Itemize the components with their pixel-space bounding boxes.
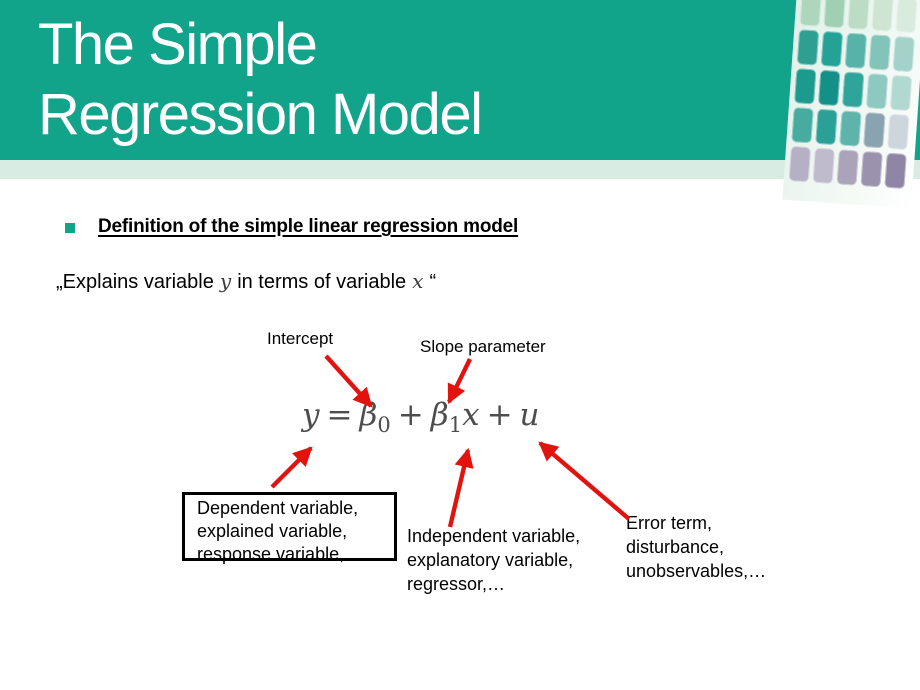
mosaic-tile	[865, 73, 889, 110]
formula-beta1: β	[430, 397, 449, 433]
formula-u: u	[519, 397, 540, 433]
mosaic-tile	[895, 0, 918, 34]
formula-plus2: +	[486, 397, 513, 433]
independent-line1: Independent variable,	[407, 526, 581, 546]
mosaic-tile	[844, 32, 868, 69]
quote-var-y: y	[219, 269, 232, 293]
dependent-variable-box: Dependent variable, explained variable, …	[182, 492, 397, 564]
mosaic-tile	[796, 29, 820, 66]
quote-text-1: Explains variable	[62, 271, 214, 293]
slide-title-line1: The Simple	[38, 12, 318, 77]
error-line3: unobservables,…	[626, 561, 767, 581]
error-term-label: Error term, disturbance, unobservables,…	[626, 511, 766, 583]
arrow-independent-to-x	[447, 447, 474, 528]
slope-parameter-label: Slope parameter	[420, 337, 546, 356]
mosaic-decoration	[782, 0, 920, 209]
formula-plus1: +	[397, 397, 424, 433]
mosaic-tile	[791, 107, 814, 144]
mosaic-tile	[836, 149, 859, 186]
intercept-label: Intercept	[267, 329, 334, 348]
mosaic-tile	[818, 69, 841, 107]
arrow-box-to-y	[270, 446, 313, 489]
dependent-line1: Dependent variable,	[197, 498, 359, 518]
arrow-error-to-u	[538, 441, 631, 521]
error-line1: Error term,	[626, 513, 713, 533]
mosaic-tile	[794, 68, 817, 105]
mosaic-tile	[815, 108, 838, 146]
independent-line2: explanatory variable,	[407, 550, 574, 570]
formula-sub1: 1	[448, 413, 463, 437]
slide-title-line2: Regression Model	[38, 82, 483, 147]
mosaic-tile	[889, 74, 913, 112]
mosaic-tile	[823, 0, 846, 29]
mosaic-tile	[863, 112, 886, 149]
bullet-square-icon	[65, 223, 75, 233]
mosaic-tile	[887, 113, 910, 151]
mosaic-tile	[868, 34, 892, 71]
formula-sub0: 0	[377, 413, 391, 437]
title-band	[0, 0, 920, 160]
header-accent-strip	[0, 160, 920, 179]
independent-variable-label: Independent variable, explanatory variab…	[407, 524, 580, 596]
dependent-line2: explained variable,	[197, 521, 348, 541]
formula-x: x	[462, 397, 480, 433]
quote-close: “	[429, 271, 437, 293]
mosaic-tile	[847, 0, 870, 30]
definition-heading: Definition of the simple linear regressi…	[98, 216, 519, 237]
slide-title: The Simple Regression Model	[38, 10, 483, 150]
formula-equals: =	[326, 397, 353, 433]
mosaic-tile	[820, 30, 844, 68]
quote-open: „	[56, 271, 63, 293]
mosaic-tile	[812, 147, 835, 184]
mosaic-tile	[841, 71, 865, 108]
quote-var-x: x	[412, 269, 424, 293]
regression-formula: y=β0+β1x+u	[302, 397, 540, 437]
mosaic-tile	[860, 150, 883, 188]
quote-text-2: in terms of variable	[237, 271, 407, 293]
arrow-slope-to-beta1	[447, 358, 472, 404]
mosaic-tile	[871, 0, 894, 32]
independent-line3: regressor,…	[407, 574, 506, 594]
formula-y: y	[302, 397, 320, 433]
mosaic-tile	[839, 110, 862, 147]
error-line2: disturbance,	[626, 537, 725, 557]
dependent-line3: response variable,…	[197, 544, 363, 564]
mosaic-tile	[884, 152, 907, 189]
mosaic-tile	[892, 35, 915, 73]
mosaic-tile	[799, 0, 822, 27]
mosaic-tile	[788, 145, 812, 183]
formula-beta0: β	[359, 397, 378, 433]
